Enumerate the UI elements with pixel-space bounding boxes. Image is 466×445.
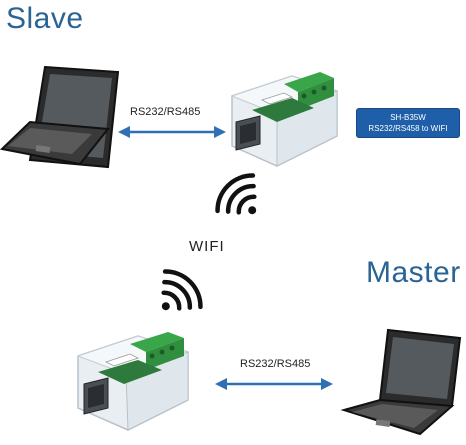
center-wifi-icon [215,173,257,215]
master-double-arrow-icon [215,378,333,390]
model-description: RS232/RS458 to WIFI [368,124,448,133]
master-laptop-icon [340,328,462,436]
master-title: Master [366,256,461,289]
slave-link-label: RS232/RS485 [130,106,201,118]
model-name: SH-B35W [390,113,426,122]
master-serial-module-icon [76,332,190,431]
slave-laptop-icon [0,65,120,169]
slave-double-arrow-icon [118,126,226,138]
wifi-label: WIFI [189,238,225,255]
master-wifi-icon [161,269,203,311]
slave-title: Slave [6,2,84,35]
slave-serial-module-icon [230,72,339,167]
master-link-label: RS232/RS485 [240,358,311,370]
model-label-box: SH-B35W RS232/RS458 to WIFI [357,109,459,137]
